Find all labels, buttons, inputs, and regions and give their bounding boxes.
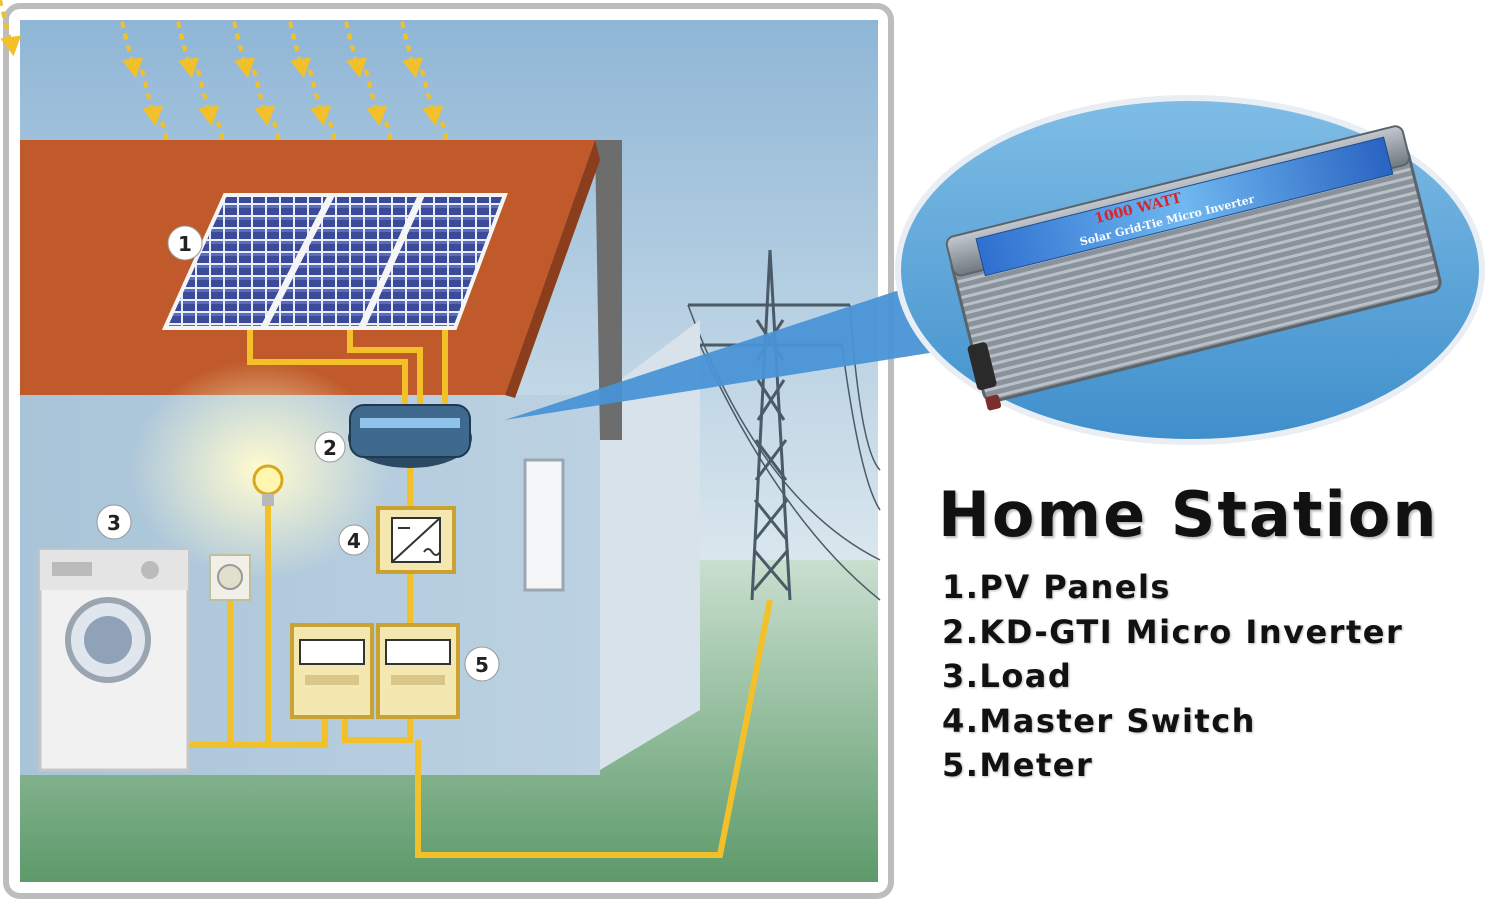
lamp	[252, 464, 284, 506]
pv-panel	[261, 193, 424, 330]
washing-machine	[38, 548, 190, 772]
callout-2: 2	[314, 431, 346, 463]
house-side-wall	[600, 320, 700, 770]
inverter-closeup: 1000 WATT Solar Grid-Tie Micro Inverter	[945, 125, 1442, 411]
meters	[290, 623, 460, 719]
window	[523, 458, 565, 592]
roof-edge	[595, 140, 622, 440]
legend-item-meter: 5.Meter	[942, 746, 1094, 784]
master-switch	[376, 506, 456, 574]
legend-item-load: 3.Load	[942, 657, 1073, 695]
legend-item-pv-panels: 1.PV Panels	[942, 568, 1171, 606]
pv-panels	[161, 193, 508, 330]
legend: Home Station 1.PV Panels 2.KD-GTI Micro …	[938, 478, 1478, 788]
callout-4-text: 4	[347, 529, 361, 553]
callout-5-text: 5	[475, 653, 489, 677]
callout-3-text: 3	[107, 511, 121, 535]
wall-socket	[209, 554, 251, 601]
callout-1-text: 1	[178, 232, 192, 256]
wiring	[190, 330, 773, 858]
callout-4: 4	[338, 524, 370, 556]
callout-1: 1	[167, 225, 203, 261]
callout-2-text: 2	[323, 436, 337, 460]
legend-list: 1.PV Panels 2.KD-GTI Micro Inverter 3.Lo…	[938, 565, 1478, 788]
pv-panel	[359, 193, 508, 330]
zoom-pointer	[505, 270, 980, 420]
callout-3: 3	[96, 504, 132, 540]
legend-title: Home Station	[938, 478, 1439, 551]
pv-panel	[161, 193, 334, 330]
micro-inverter-small	[348, 404, 472, 468]
sunlight-arrows	[0, 0, 462, 176]
legend-item-micro-inverter: 2.KD-GTI Micro Inverter	[942, 612, 1404, 651]
inverter-zoom-lens: 1000 WATT Solar Grid-Tie Micro Inverter	[895, 95, 1485, 445]
callout-5: 5	[464, 646, 500, 682]
legend-item-master-switch: 4.Master Switch	[942, 701, 1256, 740]
